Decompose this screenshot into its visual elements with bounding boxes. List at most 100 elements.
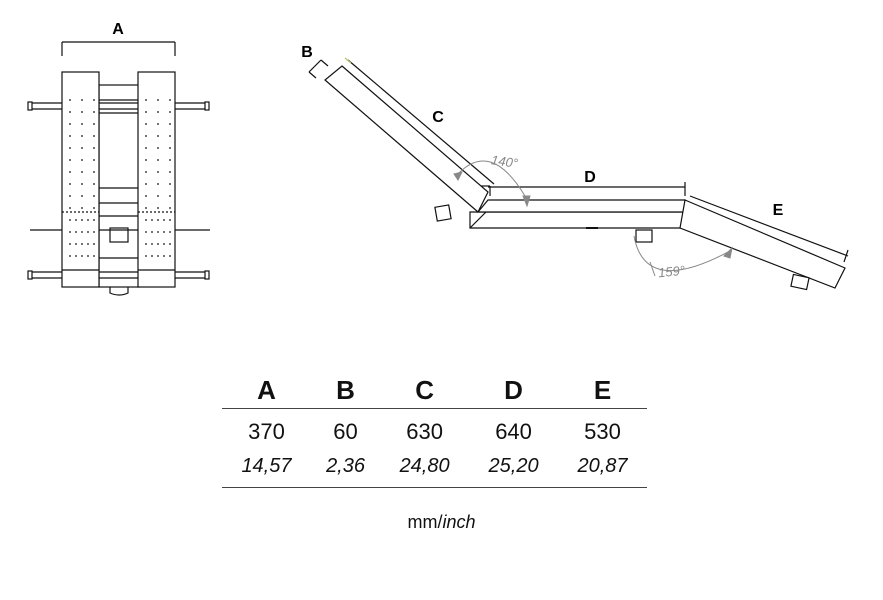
perforation-dot (81, 231, 83, 233)
perforation-dot (81, 135, 83, 137)
units-caption: mm/inch (0, 512, 883, 533)
perforation-dot (93, 99, 95, 101)
perforation-dot (145, 231, 147, 233)
angle-140: 140° (490, 152, 519, 171)
perforation-dot (93, 171, 95, 173)
perforation-dot (69, 195, 71, 197)
perforation-dot (93, 243, 95, 245)
perforation-dot (157, 195, 159, 197)
dimension-table: A B C D E 370 60 630 640 530 14,57 2,36 … (222, 372, 647, 488)
perforation-dot (93, 111, 95, 113)
perforation-dot (81, 99, 83, 101)
perforation-dot (157, 123, 159, 125)
perforation-dot (69, 183, 71, 185)
mm-row: 370 60 630 640 530 (222, 409, 647, 456)
perforation-dot (145, 147, 147, 149)
perforation-dot (157, 207, 159, 209)
perforation-dot (157, 99, 159, 101)
perforation-dot (151, 243, 153, 245)
perforation-dot (145, 207, 147, 209)
perforation-dot (87, 243, 89, 245)
perforation-dot (93, 159, 95, 161)
perforation-dot (69, 147, 71, 149)
perforation-dot (151, 219, 153, 221)
perforation-dot (145, 135, 147, 137)
inch-row: 14,57 2,36 24,80 25,20 20,87 (222, 455, 647, 488)
perforation-dot (69, 135, 71, 137)
perforation-dot (157, 171, 159, 173)
perforation-dot (75, 243, 77, 245)
inch-d: 25,20 (488, 455, 539, 477)
header-e: E (593, 374, 612, 405)
units-mm: mm/ (407, 512, 443, 532)
label-d: D (584, 169, 596, 186)
units-inch: inch (442, 512, 476, 532)
perforation-dot (81, 207, 83, 209)
perforation-dot (93, 219, 95, 221)
perforation-dot (157, 219, 159, 221)
mm-b: 60 (333, 419, 358, 444)
mm-c: 630 (406, 419, 443, 444)
perforation-dot (93, 183, 95, 185)
inch-b: 2,36 (326, 455, 365, 477)
perforation-dot (81, 183, 83, 185)
perforation-dot (157, 231, 159, 233)
top-view-bed (27, 41, 210, 296)
perforation-dot (75, 255, 77, 257)
top-view-perforation-dots (69, 99, 171, 257)
perforation-dot (163, 255, 165, 257)
header-d: D (504, 374, 523, 405)
perforation-dot (169, 135, 171, 137)
perforation-dot (69, 159, 71, 161)
perforation-dot (169, 123, 171, 125)
perforation-dot (145, 171, 147, 173)
perforation-dot (69, 231, 71, 233)
perforation-dot (169, 147, 171, 149)
perforation-dot (69, 99, 71, 101)
inch-c: 24,80 (399, 455, 450, 477)
perforation-dot (69, 111, 71, 113)
perforation-dot (87, 231, 89, 233)
perforation-dot (169, 207, 171, 209)
perforation-dot (69, 219, 71, 221)
perforation-dot (163, 231, 165, 233)
perforation-dot (145, 219, 147, 221)
perforation-dot (145, 159, 147, 161)
perforation-dot (169, 219, 171, 221)
perforation-dot (81, 243, 83, 245)
perforation-dot (145, 123, 147, 125)
perforation-dot (81, 219, 83, 221)
angle-arcs (453, 160, 733, 277)
perforation-dot (81, 195, 83, 197)
perforation-dot (151, 231, 153, 233)
perforation-dot (93, 147, 95, 149)
header-a: A (257, 374, 276, 405)
table-header-row: A B C D E (222, 372, 647, 409)
mm-a: 370 (248, 419, 285, 444)
perforation-dot (169, 231, 171, 233)
perforation-dot (145, 183, 147, 185)
perforation-dot (69, 255, 71, 257)
perforation-dot (151, 255, 153, 257)
perforation-dot (69, 207, 71, 209)
inch-a: 14,57 (241, 455, 292, 477)
perforation-dot (69, 243, 71, 245)
perforation-dot (69, 123, 71, 125)
perforation-dot (157, 255, 159, 257)
perforation-dot (69, 171, 71, 173)
perforation-dot (157, 135, 159, 137)
label-c: C (432, 109, 444, 126)
mm-e: 530 (584, 419, 621, 444)
label-e: E (773, 202, 784, 219)
perforation-dot (93, 135, 95, 137)
perforation-dot (81, 147, 83, 149)
perforation-dot (81, 159, 83, 161)
bed-dimension-drawing: A B (27, 21, 849, 296)
perforation-dot (81, 123, 83, 125)
angle-159: 159° (657, 263, 685, 281)
header-c: C (415, 374, 434, 405)
perforation-dot (163, 219, 165, 221)
perforation-dot (169, 195, 171, 197)
perforation-dot (157, 183, 159, 185)
perforation-dot (145, 195, 147, 197)
